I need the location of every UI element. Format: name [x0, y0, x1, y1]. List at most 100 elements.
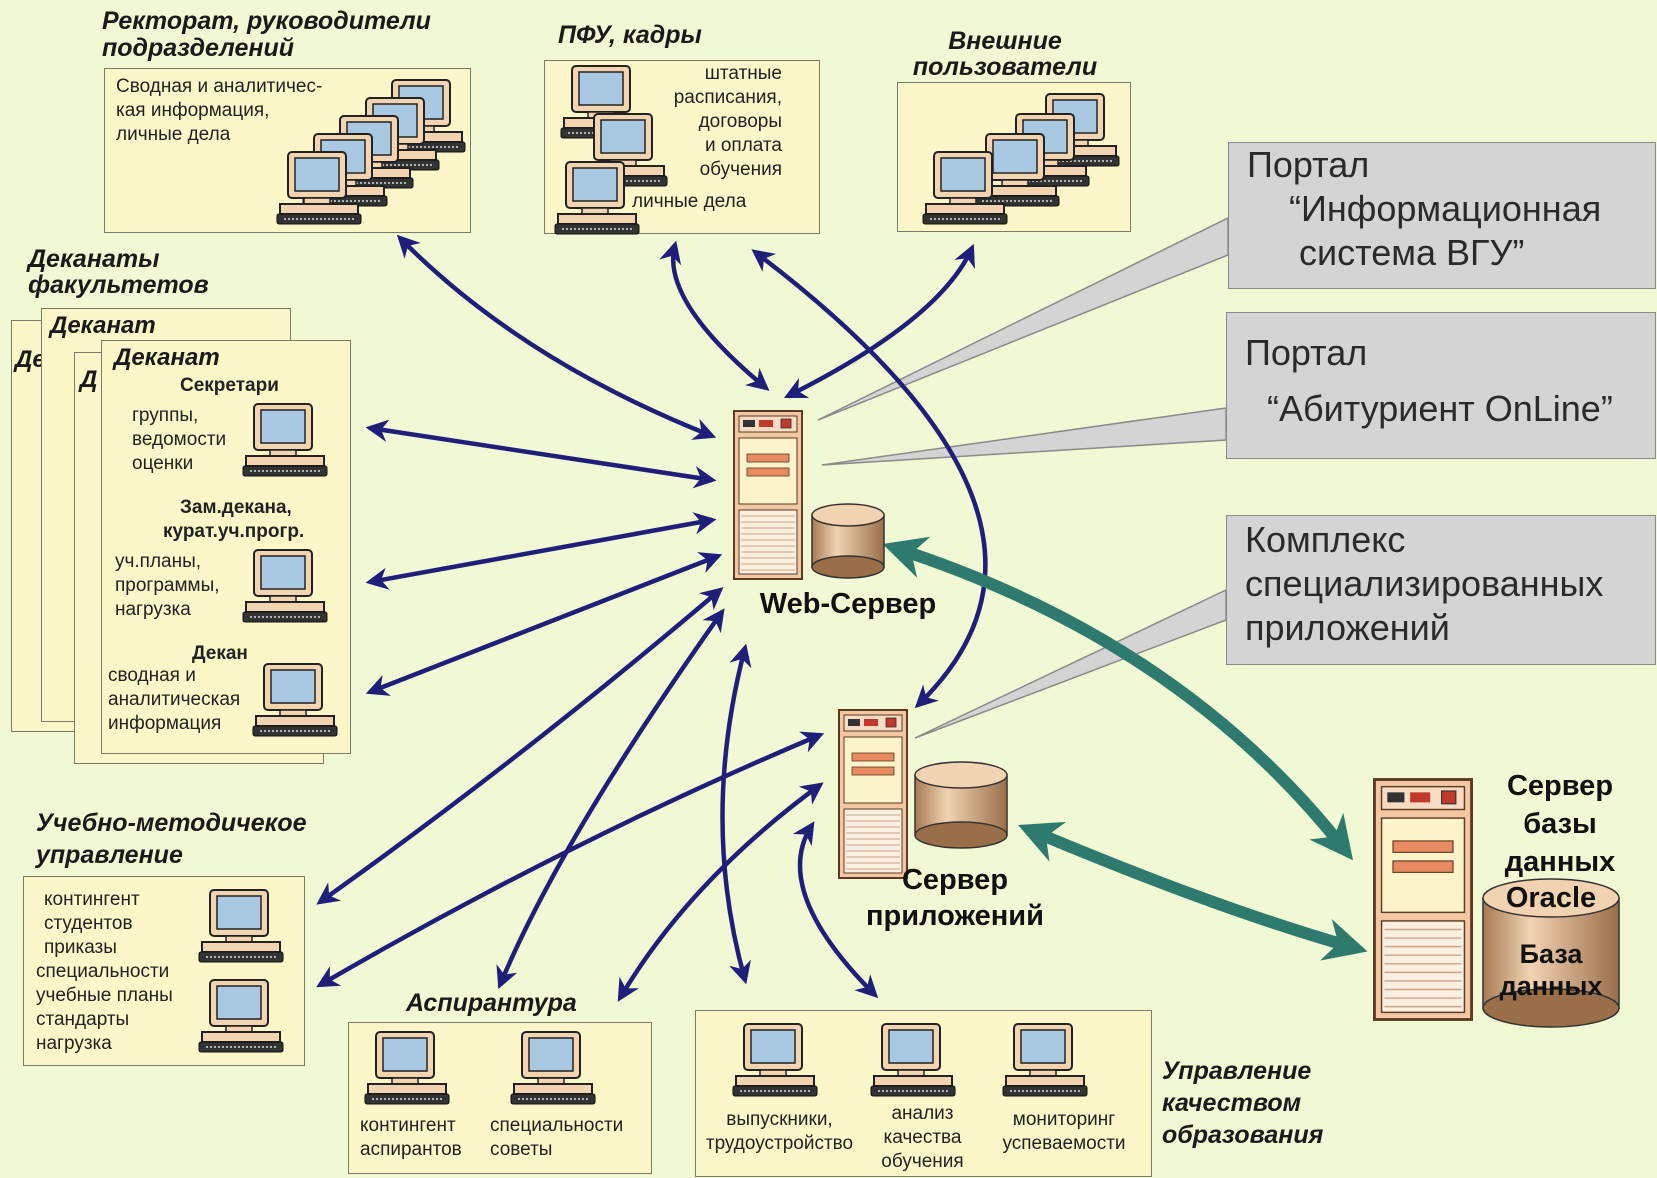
computer-icon: [240, 402, 330, 478]
arrow-deputy-web: [365, 512, 717, 590]
postgrad-col2-line-2: советы: [490, 1139, 553, 1160]
db-server-label-2: базы: [1523, 808, 1597, 840]
deputy-title: Зам.декана,: [180, 497, 292, 518]
secretaries-line-1: группы,: [132, 405, 199, 426]
callout-complex: Комплекс специализированных приложений: [1226, 515, 1656, 665]
computer-icon: [250, 662, 340, 738]
computer-icon: [868, 1022, 958, 1098]
secretaries-line-2: ведомости: [132, 429, 227, 450]
external-title: Внешние: [948, 27, 1062, 55]
quality-col2-line-3: обучения: [881, 1151, 964, 1172]
rectorate-line-1: Сводная и аналитичес-: [116, 76, 323, 97]
pfu-title: ПФУ, кадры: [558, 21, 702, 49]
computer-icon: [730, 1022, 820, 1098]
methodical-line-4: специальности: [36, 961, 170, 982]
callout-pointer-portal-abit: [821, 407, 1227, 466]
computer-icon: [240, 548, 330, 624]
postgrad-col1-line-2: аспирантов: [360, 1139, 462, 1160]
postgrad-title: Аспирантура: [406, 989, 577, 1017]
arrow-external-web: [783, 243, 975, 399]
db-server-label-3: данных: [1504, 846, 1616, 878]
arrow-secretaries-web: [365, 419, 717, 489]
callout-complex-line-3: приложений: [1245, 607, 1450, 648]
arrow-quality-app: [792, 821, 879, 999]
quality-title-3: образования: [1162, 1121, 1324, 1149]
pfu-line-2: расписания,: [673, 87, 782, 108]
secretaries-line-3: оценки: [132, 453, 194, 474]
deanery-page-back-title: Де: [15, 346, 46, 373]
external-title-2: пользователи: [912, 53, 1098, 81]
pfu-line-3: договоры: [698, 111, 782, 132]
arrow-pfu-web: [659, 240, 770, 391]
app-server-tower: [838, 708, 908, 880]
db-label-2: данных: [1499, 971, 1603, 1001]
callout-portal-abit: Портал “Абитуриент OnLine”: [1226, 312, 1656, 459]
dean-line-2: аналитическая: [108, 689, 241, 710]
rectorate-title: Ректорат, руководители: [102, 7, 431, 35]
app-server-label: Сервер: [901, 864, 1009, 896]
callout-complex-line-2: специализированных: [1245, 563, 1604, 604]
app-server-label-2: приложений: [866, 900, 1044, 932]
quality-title-2: качеством: [1162, 1089, 1302, 1117]
pfu-line-5: обучения: [699, 159, 782, 180]
methodical-line-3: приказы: [44, 937, 117, 958]
callout-portal-is-line-2: “Информационная: [1289, 188, 1602, 229]
computer-icon: [920, 150, 1010, 226]
pfu-line-4: и оплата: [704, 135, 782, 156]
deputy-line-2: программы,: [115, 575, 220, 596]
db-server-label: Сервер: [1506, 770, 1614, 802]
postgrad-col1-line-1: контингент: [360, 1115, 456, 1136]
oracle-db-cylinder: [1482, 878, 1620, 1028]
computer-icon: [274, 150, 364, 226]
quality-col1-line-1: выпускники,: [726, 1109, 833, 1130]
deputy-title-2: курат.уч.прогр.: [163, 521, 305, 542]
computer-icon: [362, 1030, 452, 1106]
quality-col1-line-2: трудоустройство: [705, 1133, 854, 1154]
rectorate-title-2: подразделений: [102, 34, 295, 62]
pfu-line-last: личные дела: [632, 191, 747, 212]
db-label: База: [1519, 939, 1583, 969]
rectorate-line-3: личные дела: [116, 124, 231, 145]
quality-col2-line-1: анализ: [891, 1103, 954, 1124]
deanery-page-middle-title: Деканат: [50, 312, 156, 339]
rectorate-line-2: кая информация,: [116, 100, 270, 121]
oracle-label: Oracle: [1505, 882, 1597, 914]
computer-icon: [508, 1030, 598, 1106]
postgrad-col2-line-1: специальности: [490, 1115, 624, 1136]
methodical-title-2: управление: [36, 841, 183, 869]
computer-icon: [196, 888, 286, 964]
computer-icon: [552, 160, 642, 236]
deanery-page-title: Деканат: [114, 344, 220, 371]
connection-arrows: [316, 234, 988, 1002]
methodical-title: Учебно-методичекое: [36, 809, 307, 837]
quality-col2-line-2: качества: [883, 1127, 962, 1148]
arrow-methodical-app: [316, 731, 825, 988]
web-server-label: Web-Сервер: [759, 588, 937, 620]
deanery-page-third-title: Д: [80, 366, 98, 393]
db-server-tower: [1373, 778, 1473, 1021]
arrow-methodical-web: [316, 587, 724, 905]
dean-title: Декан: [192, 643, 248, 664]
methodical-line-7: нагрузка: [36, 1033, 112, 1054]
deanery-title-2: факультетов: [28, 271, 209, 299]
computer-icon: [196, 978, 286, 1054]
web-server-tower: [733, 410, 803, 580]
db-arrows: [882, 536, 1368, 961]
arrow-quality-web: [720, 643, 752, 985]
secretaries-title: Секретари: [180, 375, 279, 396]
quality-col3-line-2: успеваемости: [1002, 1133, 1126, 1154]
callout-portal-is-line-1: Портал: [1247, 144, 1370, 185]
arrow-postgrad-web: [496, 608, 725, 990]
web-server-disk: [811, 503, 885, 579]
methodical-line-1: контингент: [44, 889, 140, 910]
arrow-app-db: [1018, 821, 1368, 961]
callout-portal-abit-line-1: Портал: [1245, 332, 1368, 373]
computer-icon: [1000, 1022, 1090, 1098]
quality-col3-line-1: мониторинг: [1012, 1109, 1116, 1130]
deputy-line-3: нагрузка: [115, 599, 191, 620]
callout-complex-line-1: Комплекс: [1245, 519, 1406, 560]
arrow-rectorate-web: [396, 234, 717, 440]
arrow-dean-web: [365, 552, 723, 696]
callout-portal-is: Портал “Информационная система ВГУ”: [1228, 142, 1656, 289]
